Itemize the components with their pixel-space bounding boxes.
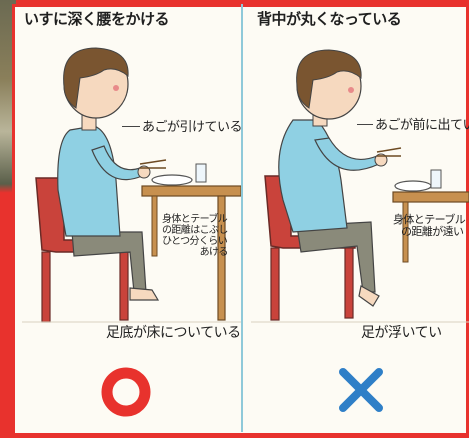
distance-label-line-1: 身体とテーブル: [393, 213, 466, 226]
chin-label: あごが引けている: [142, 120, 241, 135]
distance-label: 身体とテーブル の距離が遠い: [393, 213, 466, 238]
distance-label-line-4: あける: [199, 247, 229, 258]
left-panel-title: いすに深く腰をかける: [24, 10, 170, 28]
distance-label: 身体とテーブル の距離はこぶし ひとつ分くらい あける: [162, 214, 228, 258]
correct-posture-illustration: [22, 47, 241, 323]
cross-mark-icon: [335, 364, 387, 416]
distance-label-line-3: ひとつ分くらい: [162, 236, 228, 247]
chin-label: あごが前に出てい: [375, 118, 469, 133]
panel-divider: [241, 4, 243, 432]
distance-label-line-2: の距離はこぶし: [162, 225, 228, 236]
distance-label-line-1: 身体とテーブル: [162, 214, 228, 225]
circle-mark-icon: [100, 366, 152, 418]
distance-label-line-2: の距離が遠い: [401, 225, 464, 238]
incorrect-posture-panel: 背中が丸くなっている あごが前に出てい 身体とテーブル の距離が遠い 足が浮いて…: [243, 0, 469, 432]
table-illustration: [141, 185, 241, 321]
table-illustration: [392, 191, 469, 263]
chin-leader-line: [357, 124, 373, 125]
incorrect-posture-illustration: [251, 49, 469, 323]
chin-leader-line: [122, 126, 140, 127]
feet-label: 足底が床についている: [106, 325, 241, 341]
feet-label: 足が浮いてい: [361, 325, 442, 341]
right-panel-title: 背中が丸くなっている: [257, 10, 402, 28]
correct-posture-panel: いすに深く腰をかける あごが引けている 身体とテーブル の距離はこぶし ひとつ分…: [12, 0, 241, 432]
